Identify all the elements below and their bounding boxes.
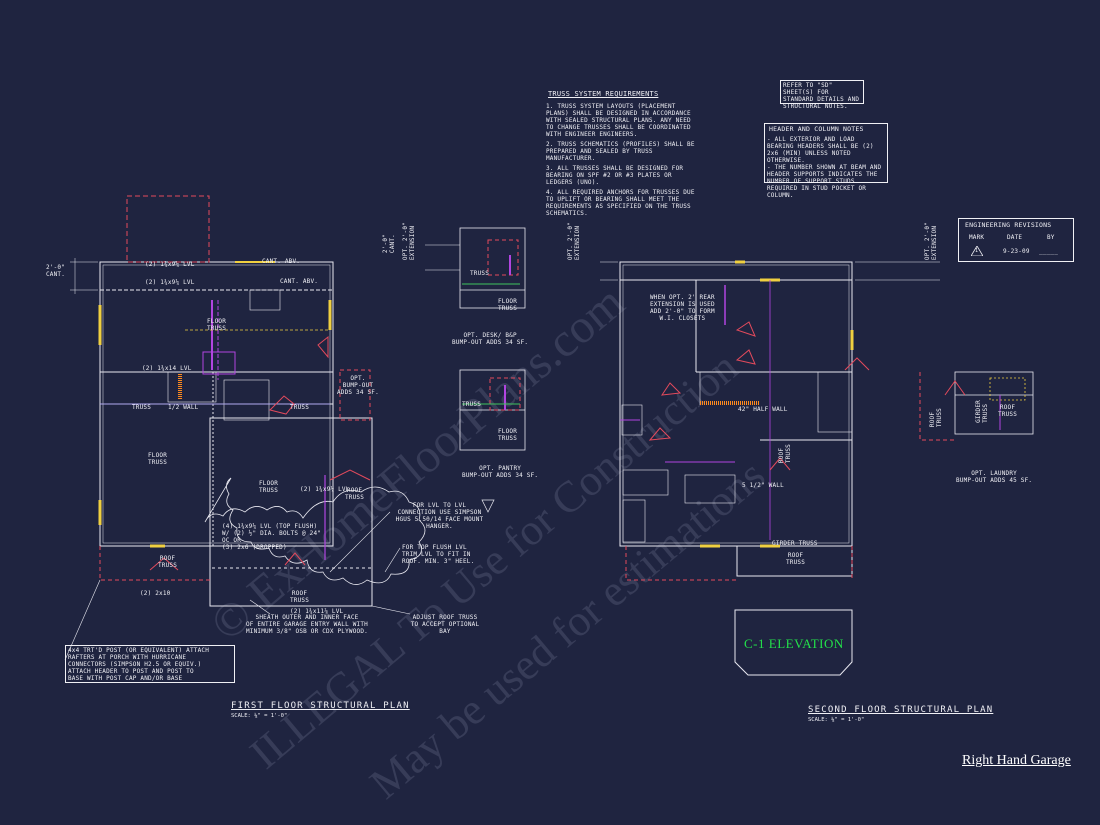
revision-triangle-icon [971,246,983,256]
truss-notes-heading: TRUSS SYSTEM REQUIREMENTS [548,90,659,98]
ff-roof-truss-2: ROOF TRUSS [158,555,178,569]
truss-note-1: 1. TRUSS SYSTEM LAYOUTS (PLACEMENT PLANS… [546,103,691,138]
first-floor-title: FIRST FLOOR STRUCTURAL PLAN [231,701,410,711]
laundry-girder: GIRDER TRUSS [975,400,989,423]
revisions-col-by: BY [1047,234,1055,241]
laundry-bumpout [954,371,1034,435]
revision-cloud [204,477,426,585]
ff-lvl-4: (2) 1¾x9¼ LVL [300,486,350,493]
ff-truss-1: TRUSS [132,404,152,411]
desk-bumpout [459,227,526,309]
revisions-box: ENGINEERING REVISIONS MARK DATE BY 1 9-2… [958,218,1074,262]
ff-sheath-note: SHEATH OUTER AND INNER FACE OF ENTIRE GA… [246,614,368,635]
second-floor-title: SECOND FLOOR STRUCTURAL PLAN [808,705,994,715]
sf-roof-truss-2: ROOF TRUSS [778,444,792,464]
ff-roof-truss-3: ROOF TRUSS [290,590,310,604]
mid-floor-truss-1: FLOOR TRUSS [498,298,518,312]
ff-lvl-2: (2) 1¾x9¼ LVL [145,279,195,286]
c1-elevation-label: C-1 ELEVATION [744,636,844,651]
ff-bumpout: OPT. BUMP-OUT ADDS 34 SF. [337,375,379,396]
ff-cant-2: CANT. ABV. [280,278,319,285]
ff-flush-note: FOR TOP FLUSH LVL TRIM LVL TO FIT IN ROO… [402,544,475,565]
header-notes-text: - ALL EXTERIOR AND LOAD BEARING HEADERS … [767,136,882,199]
ff-floor-truss-2: FLOOR TRUSS [148,452,168,466]
mid-desk-label: OPT. DESK/ B&P BUMP-OUT ADDS 34 SF. [452,332,529,346]
right-hand-garage-label: Right Hand Garage [962,753,1071,768]
ff-lvl-1: (2) 1¾x9¼ LVL [145,261,195,268]
truss-note-2: 2. TRUSS SCHEMATICS (PROFILES) SHALL BE … [546,141,695,162]
mid-truss-2: TRUSS [462,401,482,408]
revisions-heading: ENGINEERING REVISIONS [965,221,1052,229]
ff-cloud-note: (4) 1¾x9¼ LVL (TOP FLUSH) W/ (2) ½" DIA.… [222,523,322,551]
mid-dim-cant: 2'-0" CANT. [382,234,396,254]
revisions-col-date: DATE [1007,234,1023,241]
truss-note-3: 3. ALL TRUSSES SHALL BE DESIGNED FOR BEA… [546,165,684,186]
sf-wall: 5 1/2" WALL [742,482,784,489]
laundry-label: OPT. LAUNDRY BUMP-OUT ADDS 45 SF. [956,470,1033,484]
revisions-mark: 1 [975,248,979,254]
sf-half-wall: 42" HALF WALL [738,406,788,413]
refer-note-box: REFER TO "SD" SHEET(S) FOR STANDARD DETA… [780,80,864,110]
ff-half-wall: 1/2 WALL [168,404,199,411]
ff-roof-truss-1: ROOF TRUSS [345,487,365,501]
mid-floor-truss-2: FLOOR TRUSS [498,428,518,442]
revisions-by: _____ [1039,248,1059,255]
refer-note: REFER TO "SD" SHEET(S) FOR STANDARD DETA… [783,82,860,110]
first-floor-scale: SCALE: ⅛" = 1'-0" [231,713,288,719]
ff-lvl-3: (2) 1¾x14 LVL [142,365,192,372]
ff-truss-2: TRUSS [290,404,310,411]
sf-dim-ext-2: OPT. 2'-0" EXTENSION [924,222,938,261]
revisions-date: 9-23-09 [1003,248,1030,255]
ff-cant-1: CANT. ABV. [262,258,301,265]
revisions-col-mark: MARK [969,234,985,241]
header-notes-box: HEADER AND COLUMN NOTES - ALL EXTERIOR A… [764,123,888,199]
ff-dim-cant: 2'-0" CANT. [46,264,66,278]
ff-hgus-note: FOR LVL TO LVL CONNECTION USE SIMPSON HG… [395,502,484,530]
mid-pantry-label: OPT. PANTRY BUMP-OUT ADDS 34 SF. [462,465,539,479]
ff-hdr-2x10: (2) 2x10 [140,590,171,597]
laundry-roof-truss: ROOF TRUSS [929,408,943,428]
mid-dim-ext: OPT. 2'-0" EXTENSION [402,222,416,261]
ff-post-note-box: 4x4 TRT'D POST (OR EQUIVALENT) ATTACH RA… [65,645,235,683]
laundry-roof-truss-2: ROOF TRUSS [998,404,1018,418]
ff-lvl-5: (2) 1¾x11⅞ LVL [290,608,344,615]
sf-rear-ext: WHEN OPT. 2' REAR EXTENSION IS USED ADD … [650,294,715,322]
ff-floor-truss-1: FLOOR TRUSS [207,318,227,332]
truss-note-4: 4. ALL REQUIRED ANCHORS FOR TRUSSES DUE … [546,189,695,217]
header-notes-heading: HEADER AND COLUMN NOTES [769,125,864,133]
ff-adjust-note: ADJUST ROOF TRUSS TO ACCEPT OPTIONAL BAY [410,614,480,635]
ff-post-note: 4x4 TRT'D POST (OR EQUIVALENT) ATTACH RA… [68,647,210,682]
ff-floor-truss-3: FLOOR TRUSS [259,480,279,494]
truss-notes: 1. TRUSS SYSTEM LAYOUTS (PLACEMENT PLANS… [546,103,696,217]
sf-girder: GIRDER TRUSS [772,540,818,547]
sf-dim-ext-1: OPT. 2'-0" EXTENSION [567,222,581,261]
c1-elevation-box [734,609,853,676]
second-floor-scale: SCALE: ⅛" = 1'-0" [808,717,865,723]
mid-truss-1: TRUSS [470,270,490,277]
sf-roof-truss: ROOF TRUSS [786,552,806,566]
garage-outline [209,417,373,607]
